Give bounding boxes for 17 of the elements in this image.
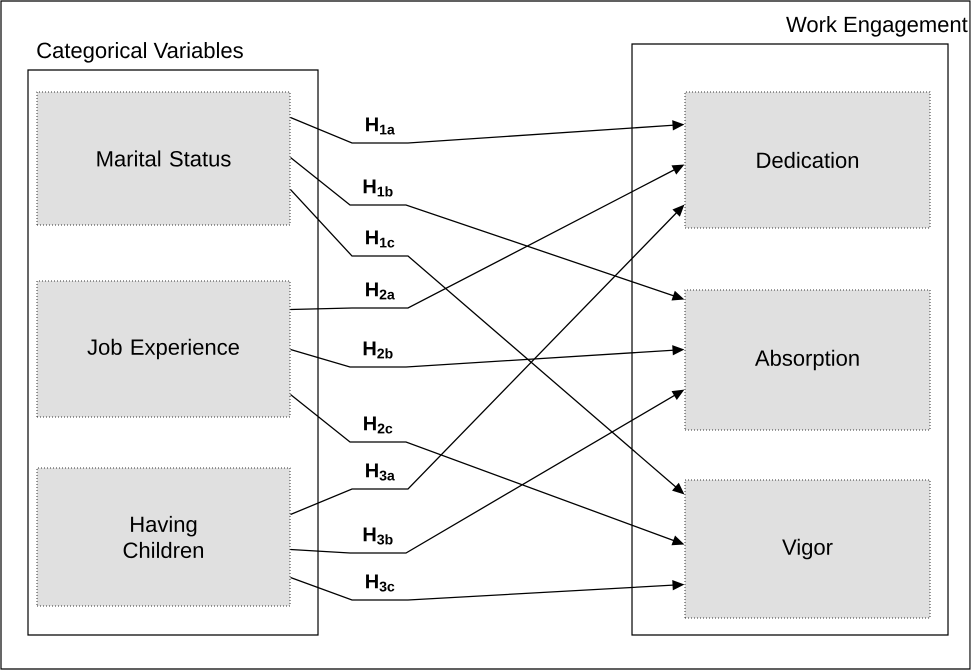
variable-box: Dedication: [684, 92, 931, 228]
edge-label: H$_{2c}$: [364, 416, 392, 434]
edge-label: H$_{3c}$: [366, 574, 394, 592]
node-label: Work Engagement: [786, 16, 968, 37]
variable-box: Marital Status: [36, 92, 290, 226]
edge-label: H$_{3a}$: [366, 464, 395, 481]
variable-box: Job Experience: [36, 280, 290, 418]
variable-box: Having Children: [36, 468, 290, 606]
edge-label: H$_{1c}$: [366, 230, 394, 248]
node-label: Categorical Variables: [37, 42, 243, 63]
edge-label: H$_{2a}$: [366, 282, 395, 300]
edge-label: H$_{2b}$: [364, 342, 393, 359]
edge-label: H$_{1b}$: [364, 180, 393, 197]
edge-label: H$_{3b}$: [364, 528, 393, 545]
variable-box: Absorption: [684, 290, 931, 430]
variable-box: Vigor: [684, 480, 931, 618]
edge-label: H$_{1a}$: [366, 118, 395, 134]
